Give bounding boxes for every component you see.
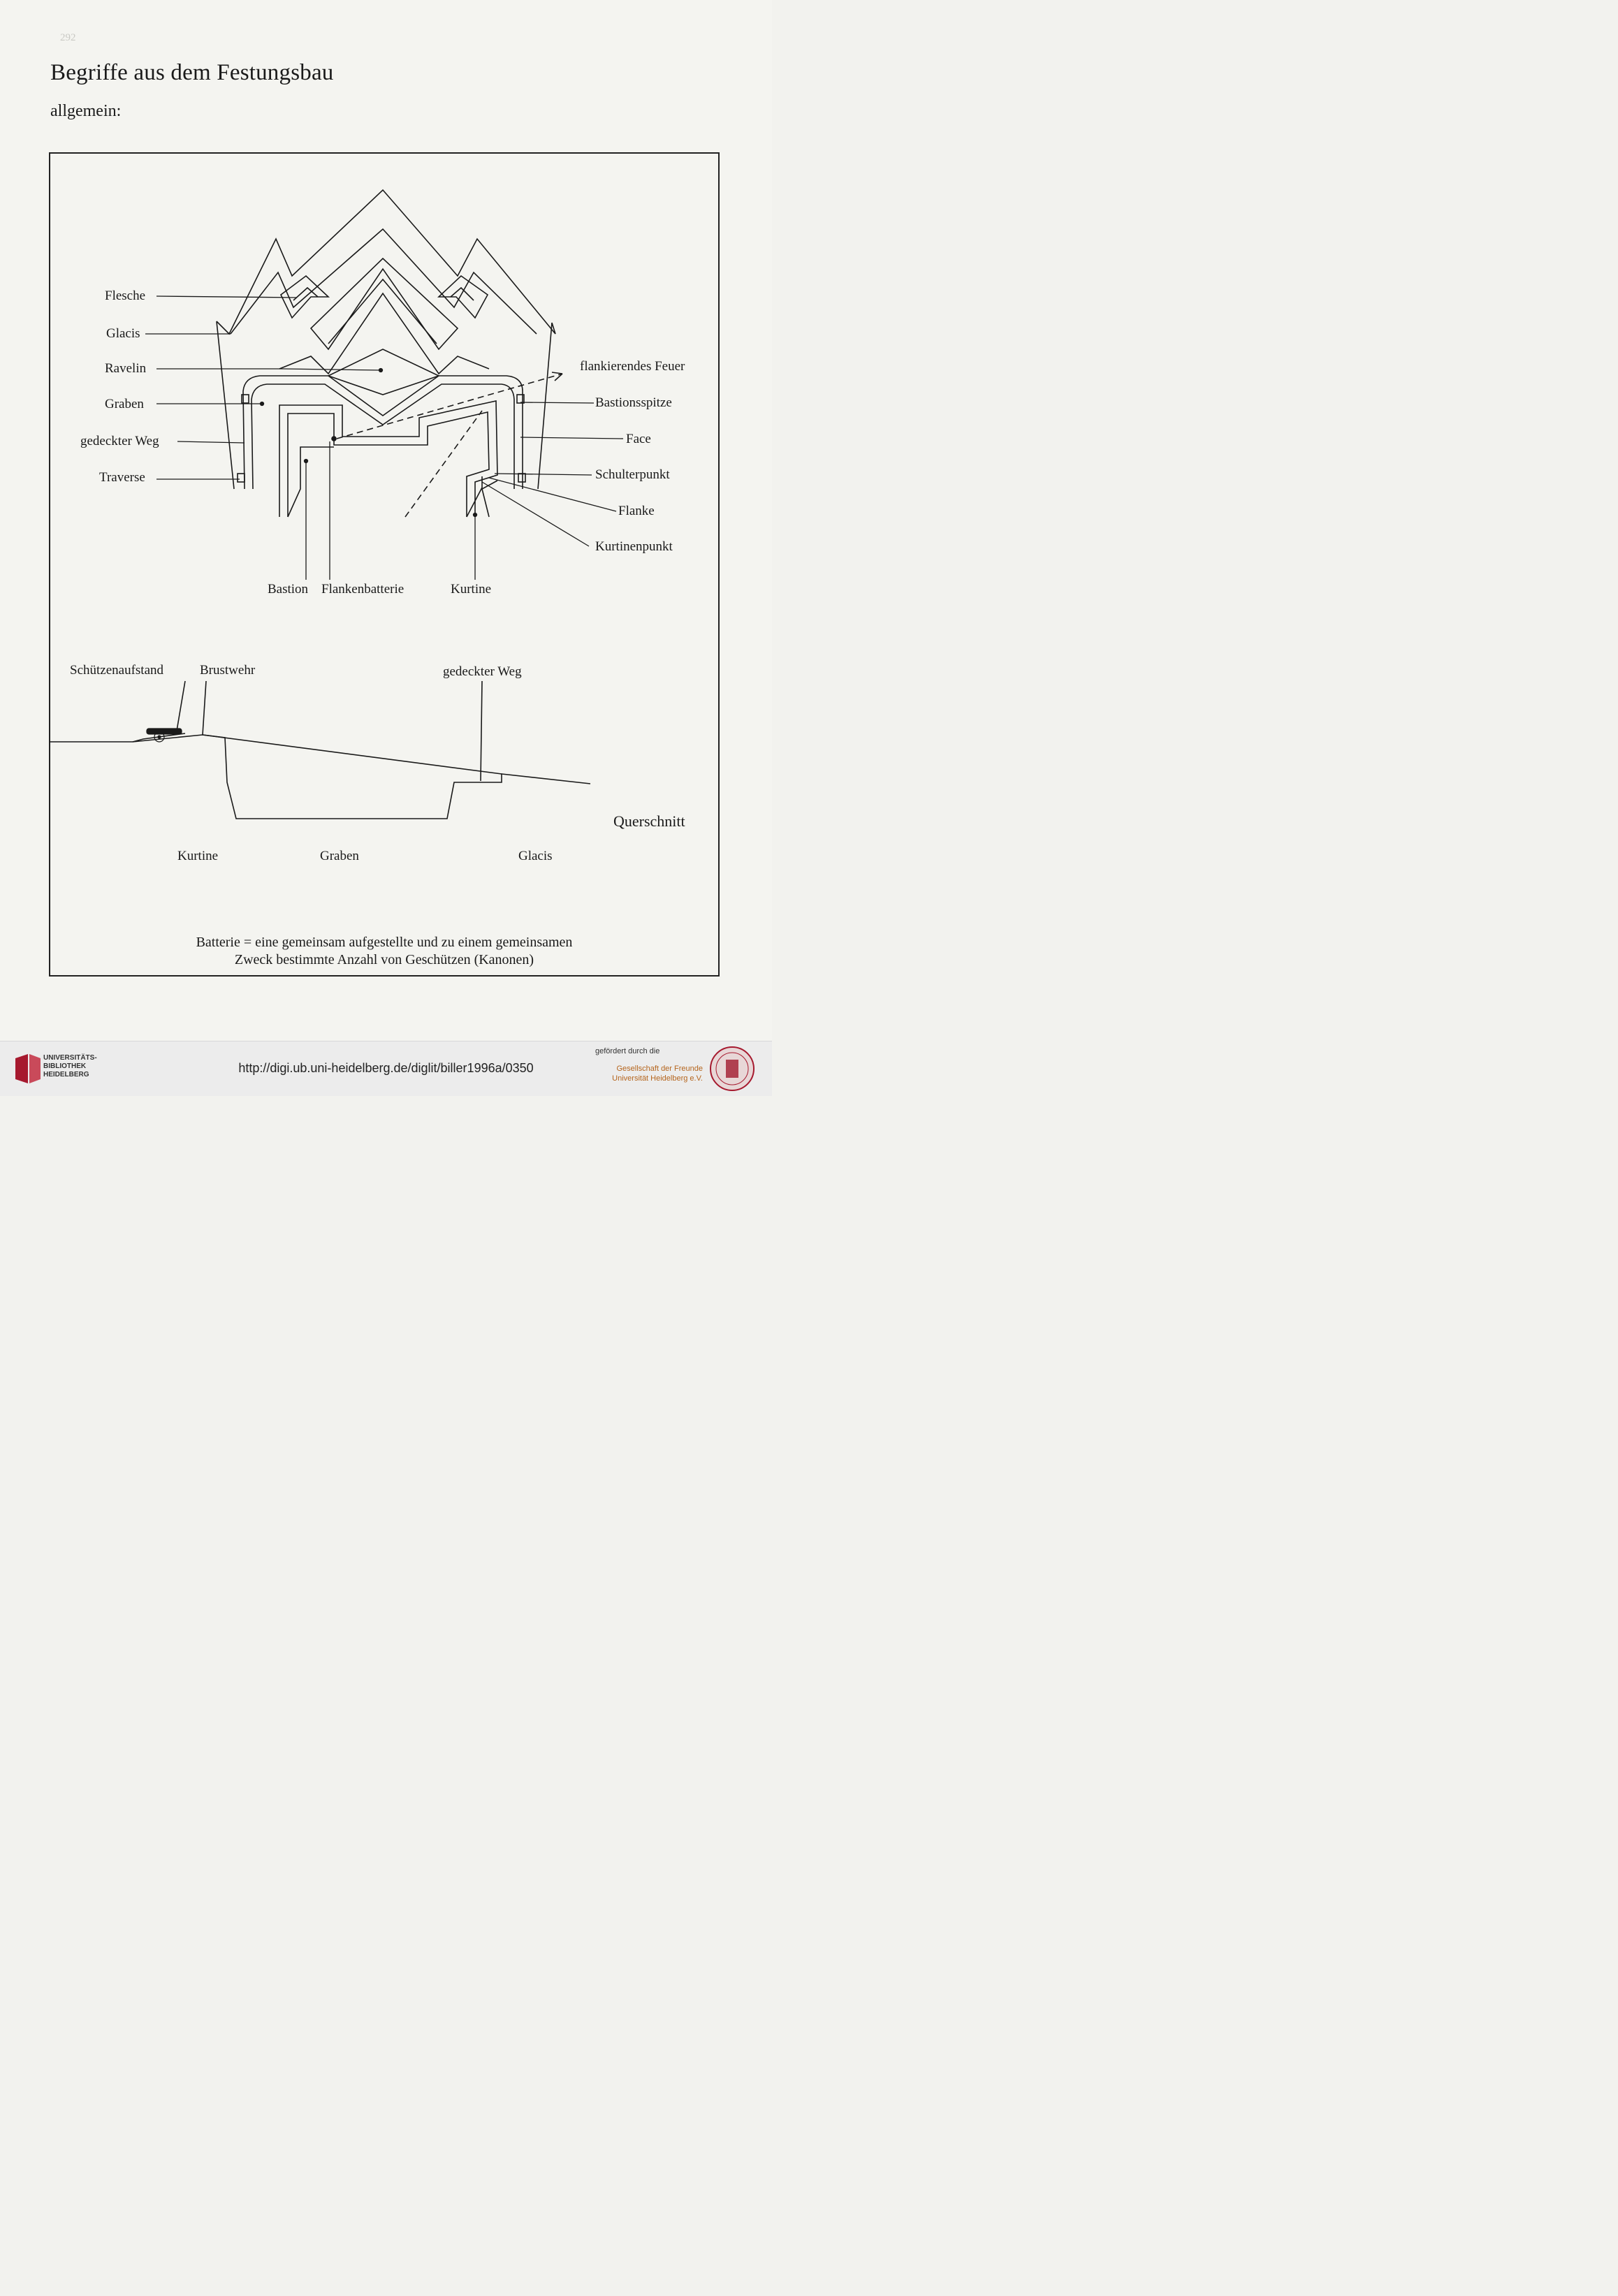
note-line-2: Zweck bestimmte Anzahl von Geschützen (K… [234, 952, 534, 967]
cross-section-glacis-slope [202, 734, 502, 775]
right-flesche-piece [437, 275, 489, 319]
note-line-1: Batterie = eine gemeinsam aufgestellte u… [196, 935, 573, 950]
label-querschnitt: Querschnitt [613, 812, 685, 830]
fortification-diagram [49, 189, 624, 819]
traverse-right-top [516, 394, 525, 404]
label-glacis-section: Glacis [518, 849, 553, 863]
label-flankierendes-feuer: flankierendes Feuer [580, 359, 685, 374]
library-line-3: HEIDELBERG [43, 1071, 89, 1078]
bastion-right-flank-2 [481, 480, 498, 518]
label-gedeckter-weg: gedeckter Weg [80, 434, 159, 448]
page-number: 292 [60, 32, 76, 43]
right-flesche-inner [450, 286, 474, 301]
label-flankenbatterie: Flankenbatterie [321, 582, 404, 597]
label-kurtinenpunkt: Kurtinenpunkt [595, 539, 673, 554]
page-title: Begriffe aus dem Festungsbau [50, 60, 334, 85]
funded-by-text: gefördert durch die [595, 1047, 660, 1055]
label-kurtine-section: Kurtine [177, 849, 219, 863]
scanned-page: 292 Begriffe aus dem Festungsbau allgeme… [0, 0, 772, 1041]
central-flesche [309, 257, 459, 351]
ravelin-outer [279, 292, 490, 375]
label-gedeckter-weg-section: gedeckter Weg [443, 664, 522, 679]
brustwehr-leader [202, 680, 207, 736]
cannon-icon [146, 728, 182, 743]
parapet-step [132, 733, 186, 743]
label-schulterpunkt: Schulterpunkt [595, 467, 670, 482]
footer-bar: UNIVERSITÄTS- BIBLIOTHEK HEIDELBERG http… [0, 1041, 772, 1096]
diagram-frame [49, 152, 720, 977]
covered-way-inner [251, 383, 515, 490]
flank-battery-marker [331, 436, 337, 441]
label-flesche: Flesche [105, 288, 146, 303]
label-graben: Graben [105, 397, 144, 411]
sponsor-name[interactable]: Gesellschaft der Freunde Universität Hei… [598, 1064, 703, 1083]
label-bastion: Bastion [268, 582, 309, 597]
flanking-fire-line-2 [404, 410, 483, 518]
label-bastionsspitze: Bastionsspitze [595, 395, 672, 410]
label-graben-section: Graben [320, 849, 359, 863]
section-subtitle: allgemein: [50, 102, 122, 120]
label-ravelin: Ravelin [105, 361, 147, 376]
gedeckter-weg-leader [480, 680, 483, 782]
sponsor-line-2: Universität Heidelberg e.V. [612, 1074, 703, 1083]
batterie-definition: Batterie = eine gemeinsam aufgestellte u… [49, 934, 720, 969]
label-kurtine-plan: Kurtine [451, 582, 492, 597]
central-flesche-inner [328, 278, 437, 344]
left-flesche-inner [293, 286, 319, 301]
bastion-left-flank [287, 446, 334, 518]
traverse-left-bottom [237, 473, 245, 483]
label-brustwehr: Brustwehr [200, 663, 256, 678]
library-line-1: UNIVERSITÄTS- [43, 1054, 97, 1062]
permalink-url[interactable]: http://digi.ub.uni-heidelberg.de/diglit/… [238, 1061, 534, 1075]
label-schuetzenaufstand: Schützenaufstand [70, 663, 164, 678]
flesche-outline [216, 189, 556, 335]
traverse-right-bottom [518, 473, 526, 483]
label-flanke: Flanke [618, 504, 655, 518]
main-rampart-outer [279, 400, 498, 517]
ub-heidelberg-logo-icon[interactable] [13, 1051, 96, 1088]
label-glacis: Glacis [106, 326, 140, 341]
bastion-right-flank [466, 476, 483, 518]
left-flesche-piece [279, 275, 330, 319]
university-seal-icon [710, 1046, 755, 1091]
covered-way [242, 375, 523, 490]
flanking-fire-arrowhead [551, 372, 563, 381]
main-rampart-inner [287, 411, 490, 517]
traverse-left-top [241, 394, 249, 404]
cross-section-profile [49, 734, 591, 819]
glacis-outline [216, 321, 553, 490]
flesche-inner-outline [230, 228, 537, 335]
flanking-fire-line [336, 373, 563, 439]
label-traverse: Traverse [99, 470, 145, 485]
label-face: Face [626, 432, 651, 446]
library-name: UNIVERSITÄTS- BIBLIOTHEK HEIDELBERG [43, 1054, 97, 1079]
schuetzenaufstand-leader [175, 680, 186, 736]
library-line-2: BIBLIOTHEK [43, 1062, 87, 1070]
sponsor-line-1: Gesellschaft der Freunde [616, 1065, 703, 1073]
